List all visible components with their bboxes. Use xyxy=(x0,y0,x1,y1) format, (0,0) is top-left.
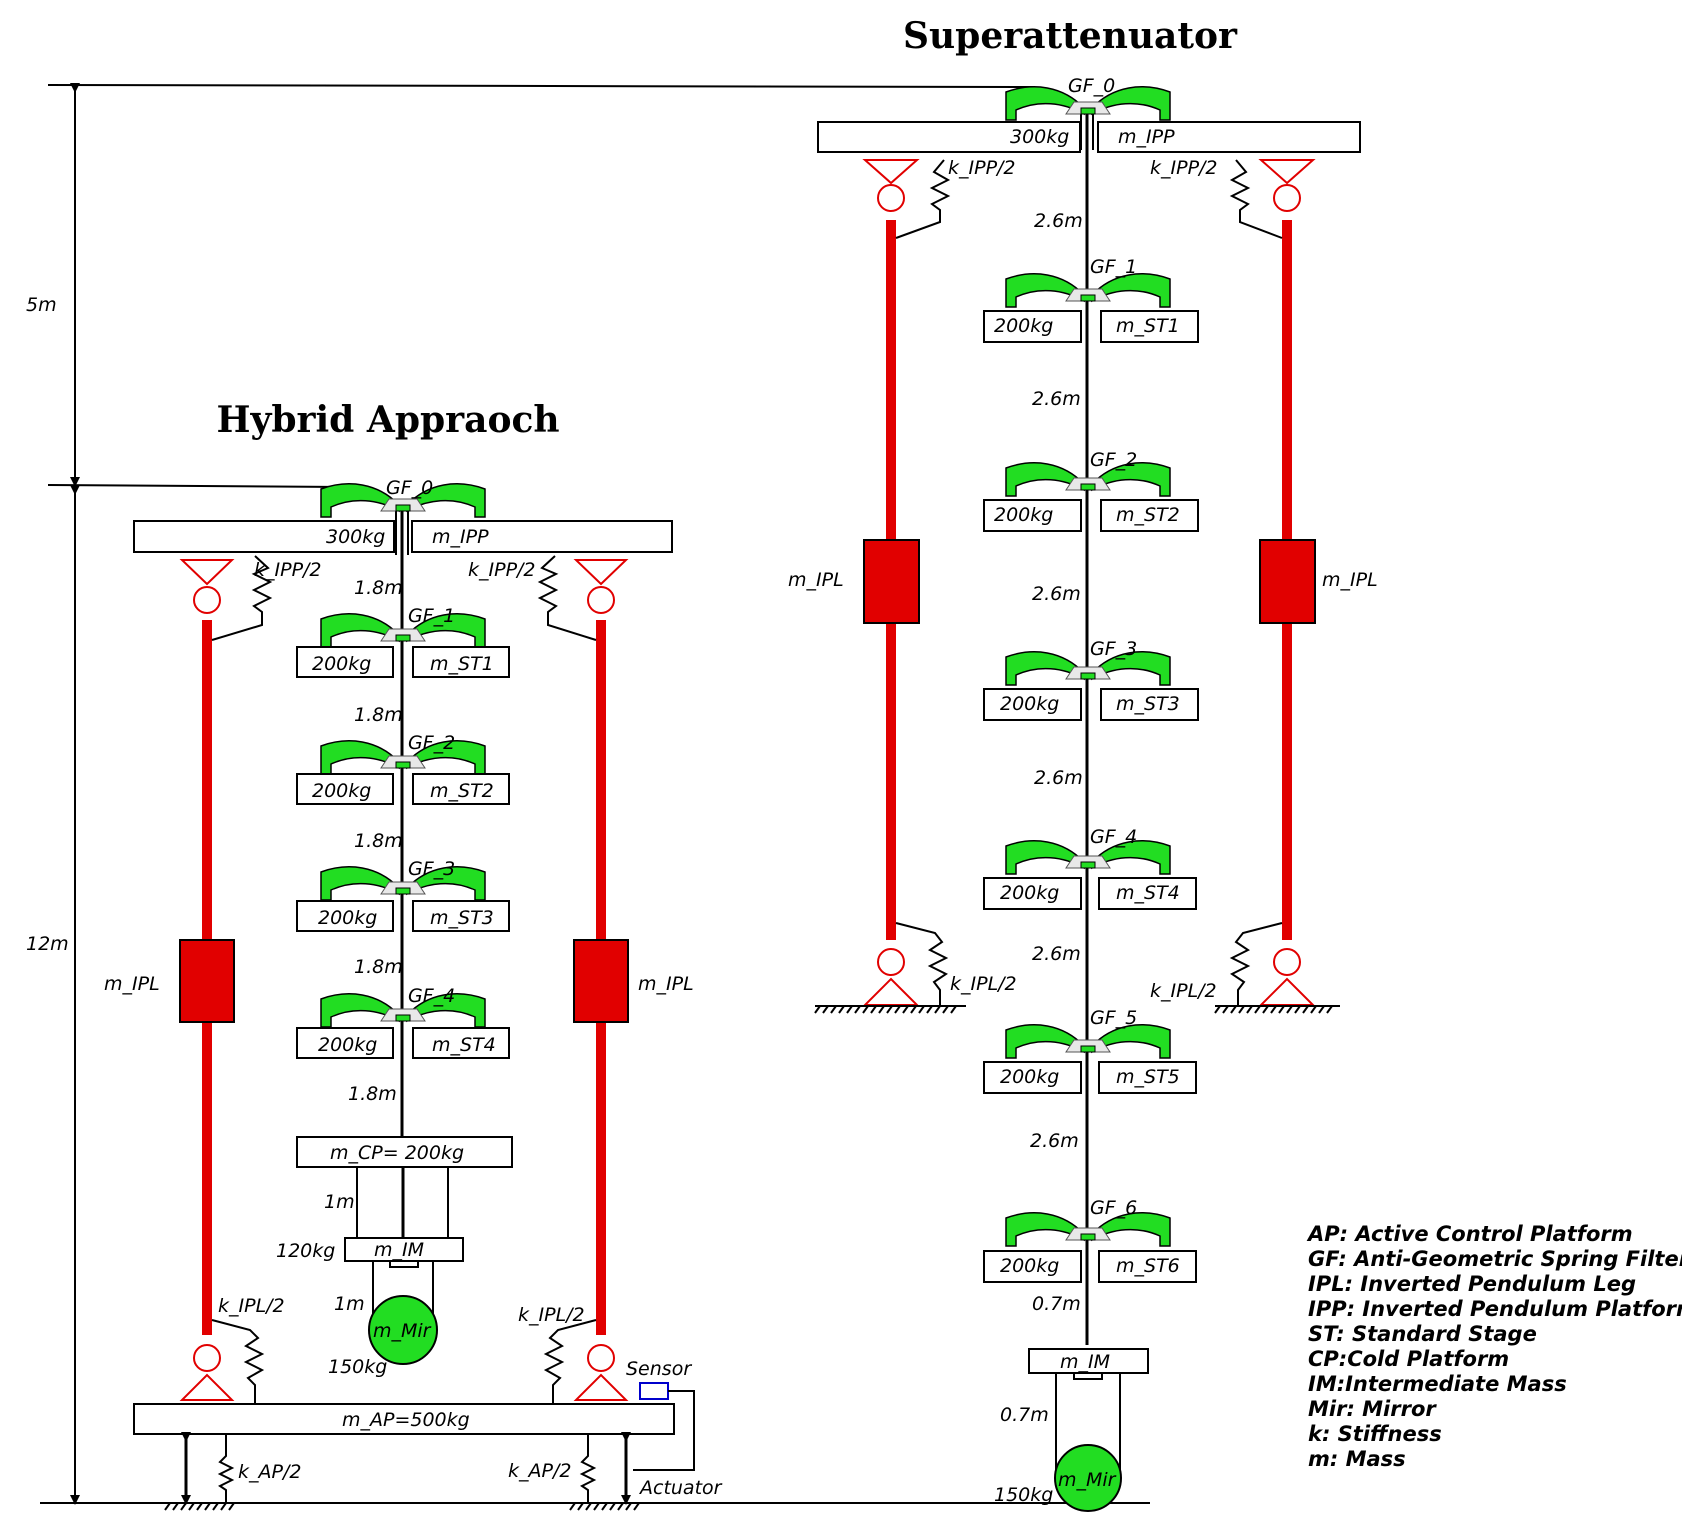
hybrid-st2-mass: 200kg xyxy=(312,780,371,802)
super-len-5: 2.6m xyxy=(1032,943,1081,965)
super-gf3: GF_3 xyxy=(1090,638,1137,660)
hybrid-ipl-right: m_IPL xyxy=(638,973,694,995)
super-st6-mass: 200kg xyxy=(1000,1255,1059,1277)
super-st3-mass: 200kg xyxy=(1000,693,1059,715)
hybrid-len-1: 1.8m xyxy=(354,577,403,599)
hybrid-st1-mass: 200kg xyxy=(312,653,371,675)
legend-item: CP:Cold Platform xyxy=(1308,1347,1509,1371)
super-st2-mass: 200kg xyxy=(994,504,1053,526)
hybrid-st1-label: m_ST1 xyxy=(430,653,494,675)
super-im-label: m_IM xyxy=(1060,1351,1110,1373)
super-k-ipp-left: k_IPP/2 xyxy=(948,157,1016,179)
super-st6-label: m_ST6 xyxy=(1116,1255,1180,1277)
hybrid-ipp-mass: 300kg xyxy=(326,526,385,548)
hybrid-len-3: 1.8m xyxy=(354,830,403,852)
hybrid-gf0: GF_0 xyxy=(386,477,433,499)
super-st3-label: m_ST3 xyxy=(1116,693,1180,715)
super-ipp-label: m_IPP xyxy=(1118,126,1175,148)
super-len-2: 2.6m xyxy=(1032,388,1081,410)
super-len-mir: 0.7m xyxy=(1000,1404,1049,1426)
hybrid-len-im: 1m xyxy=(324,1191,355,1213)
hybrid-k-ipl-left: k_IPL/2 xyxy=(218,1295,285,1317)
hybrid-st4-mass: 200kg xyxy=(318,1034,377,1056)
hybrid-len-2: 1.8m xyxy=(354,704,403,726)
super-st5-mass: 200kg xyxy=(1000,1066,1059,1088)
super-ipl-left: m_IPL xyxy=(788,569,844,591)
legend-item: GF: Anti-Geometric Spring Filter xyxy=(1308,1247,1682,1271)
hybrid-structure xyxy=(133,483,695,1511)
hybrid-gf1: GF_1 xyxy=(408,605,455,627)
hybrid-im-label: m_IM xyxy=(374,1239,424,1261)
super-len-3: 2.6m xyxy=(1032,583,1081,605)
super-k-ipl-right: k_IPL/2 xyxy=(1150,980,1217,1002)
legend-item: ST: Standard Stage xyxy=(1308,1322,1537,1346)
super-st4-mass: 200kg xyxy=(1000,882,1059,904)
hybrid-k-ipp-right: k_IPP/2 xyxy=(468,559,536,581)
hybrid-len-mir: 1m xyxy=(334,1293,365,1315)
legend-item: k: Stiffness xyxy=(1308,1422,1442,1446)
super-st5-label: m_ST5 xyxy=(1116,1066,1180,1088)
super-st1-mass: 200kg xyxy=(994,315,1053,337)
hybrid-title: Hybrid Appraoch xyxy=(216,399,559,441)
hybrid-st3-label: m_ST3 xyxy=(430,907,494,929)
super-k-ipl-left: k_IPL/2 xyxy=(950,973,1017,995)
super-gf0: GF_0 xyxy=(1068,75,1115,97)
hybrid-ap: m_AP=500kg xyxy=(342,1409,470,1431)
super-len-4: 2.6m xyxy=(1034,767,1083,789)
hybrid-gf2: GF_2 xyxy=(408,732,455,754)
super-st2-label: m_ST2 xyxy=(1116,504,1180,526)
super-st4-label: m_ST4 xyxy=(1116,882,1180,904)
legend-item: AP: Active Control Platform xyxy=(1306,1222,1633,1246)
super-k-ipp-right: k_IPP/2 xyxy=(1150,157,1218,179)
hybrid-len-cp: 1.8m xyxy=(348,1083,397,1105)
hybrid-cp: m_CP= 200kg xyxy=(330,1142,464,1164)
legend-item: m: Mass xyxy=(1308,1447,1406,1471)
hybrid-mir-label: m_Mir xyxy=(373,1320,432,1342)
super-ipp-mass: 300kg xyxy=(1010,126,1069,148)
hybrid-len-4: 1.8m xyxy=(354,956,403,978)
legend-item: Mir: Mirror xyxy=(1308,1397,1437,1421)
super-gf5: GF_5 xyxy=(1090,1007,1137,1029)
dim-12m: 12m xyxy=(26,933,69,955)
super-gf1: GF_1 xyxy=(1090,256,1137,278)
super-mir-label: m_Mir xyxy=(1058,1469,1117,1491)
legend-item: IPL: Inverted Pendulum Leg xyxy=(1308,1272,1636,1296)
hybrid-sensor: Sensor xyxy=(626,1358,692,1380)
hybrid-k-ipl-right: k_IPL/2 xyxy=(518,1304,585,1326)
hybrid-ipp-label: m_IPP xyxy=(432,526,489,548)
super-mir-mass: 150kg xyxy=(994,1484,1053,1506)
hybrid-st3-mass: 200kg xyxy=(318,907,377,929)
hybrid-k-ap-right: k_AP/2 xyxy=(508,1460,571,1482)
superattenuator-title: Superattenuator xyxy=(903,15,1238,57)
super-gf2: GF_2 xyxy=(1090,449,1137,471)
dim-5m: 5m xyxy=(26,294,57,316)
super-st1-label: m_ST1 xyxy=(1116,315,1180,337)
hybrid-k-ipp-left: k_IPP/2 xyxy=(254,559,322,581)
legend-item: IM:Intermediate Mass xyxy=(1308,1372,1567,1396)
hybrid-mir-mass: 150kg xyxy=(328,1356,387,1378)
hybrid-gf4: GF_4 xyxy=(408,985,455,1007)
legend-item: IPP: Inverted Pendulum Platform xyxy=(1308,1297,1682,1321)
hybrid-st4-label: m_ST4 xyxy=(432,1034,496,1056)
hybrid-actuator: Actuator xyxy=(638,1477,723,1499)
super-structure xyxy=(814,86,1361,1512)
super-gf6: GF_6 xyxy=(1090,1197,1137,1219)
super-len-6: 2.6m xyxy=(1030,1130,1079,1152)
super-gf4: GF_4 xyxy=(1090,826,1137,848)
super-ipl-right: m_IPL xyxy=(1322,569,1378,591)
hybrid-gf3: GF_3 xyxy=(408,858,455,880)
super-len-im: 0.7m xyxy=(1032,1293,1081,1315)
hybrid-st2-label: m_ST2 xyxy=(430,780,494,802)
hybrid-k-ap-left: k_AP/2 xyxy=(238,1461,301,1483)
hybrid-ipl-left: m_IPL xyxy=(104,973,160,995)
super-len-1: 2.6m xyxy=(1034,210,1083,232)
hybrid-im-mass: 120kg xyxy=(276,1240,335,1262)
legend: AP: Active Control Platform GF: Anti-Geo… xyxy=(1306,1222,1682,1471)
